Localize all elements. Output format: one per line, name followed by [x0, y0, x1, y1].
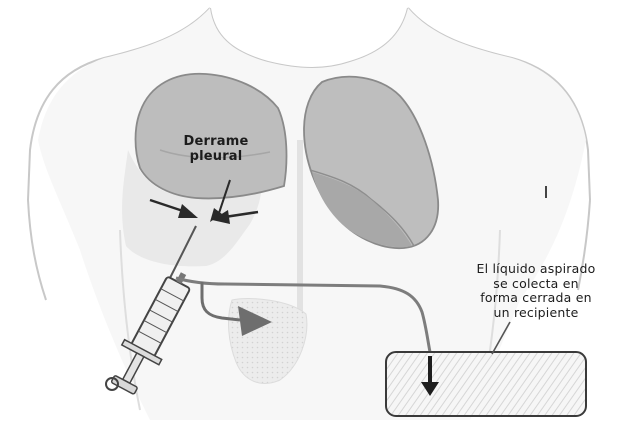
pleural-effusion-label-line1: Derrame — [168, 134, 264, 149]
pleural-effusion-label: Derrame pleural — [168, 134, 264, 164]
collected-fluid-label-line3: forma cerrada en — [458, 291, 614, 306]
pleural-effusion-label-line2: pleural — [168, 149, 264, 164]
collected-fluid-label-line4: un recipiente — [458, 306, 614, 321]
collected-fluid-label-line1: El líquido aspirado — [458, 262, 614, 277]
collection-container — [386, 352, 586, 416]
collected-fluid-label-line2: se colecta en — [458, 277, 614, 292]
left-arm-outline — [28, 200, 46, 300]
collected-fluid-label: El líquido aspirado se colecta en forma … — [458, 262, 614, 320]
